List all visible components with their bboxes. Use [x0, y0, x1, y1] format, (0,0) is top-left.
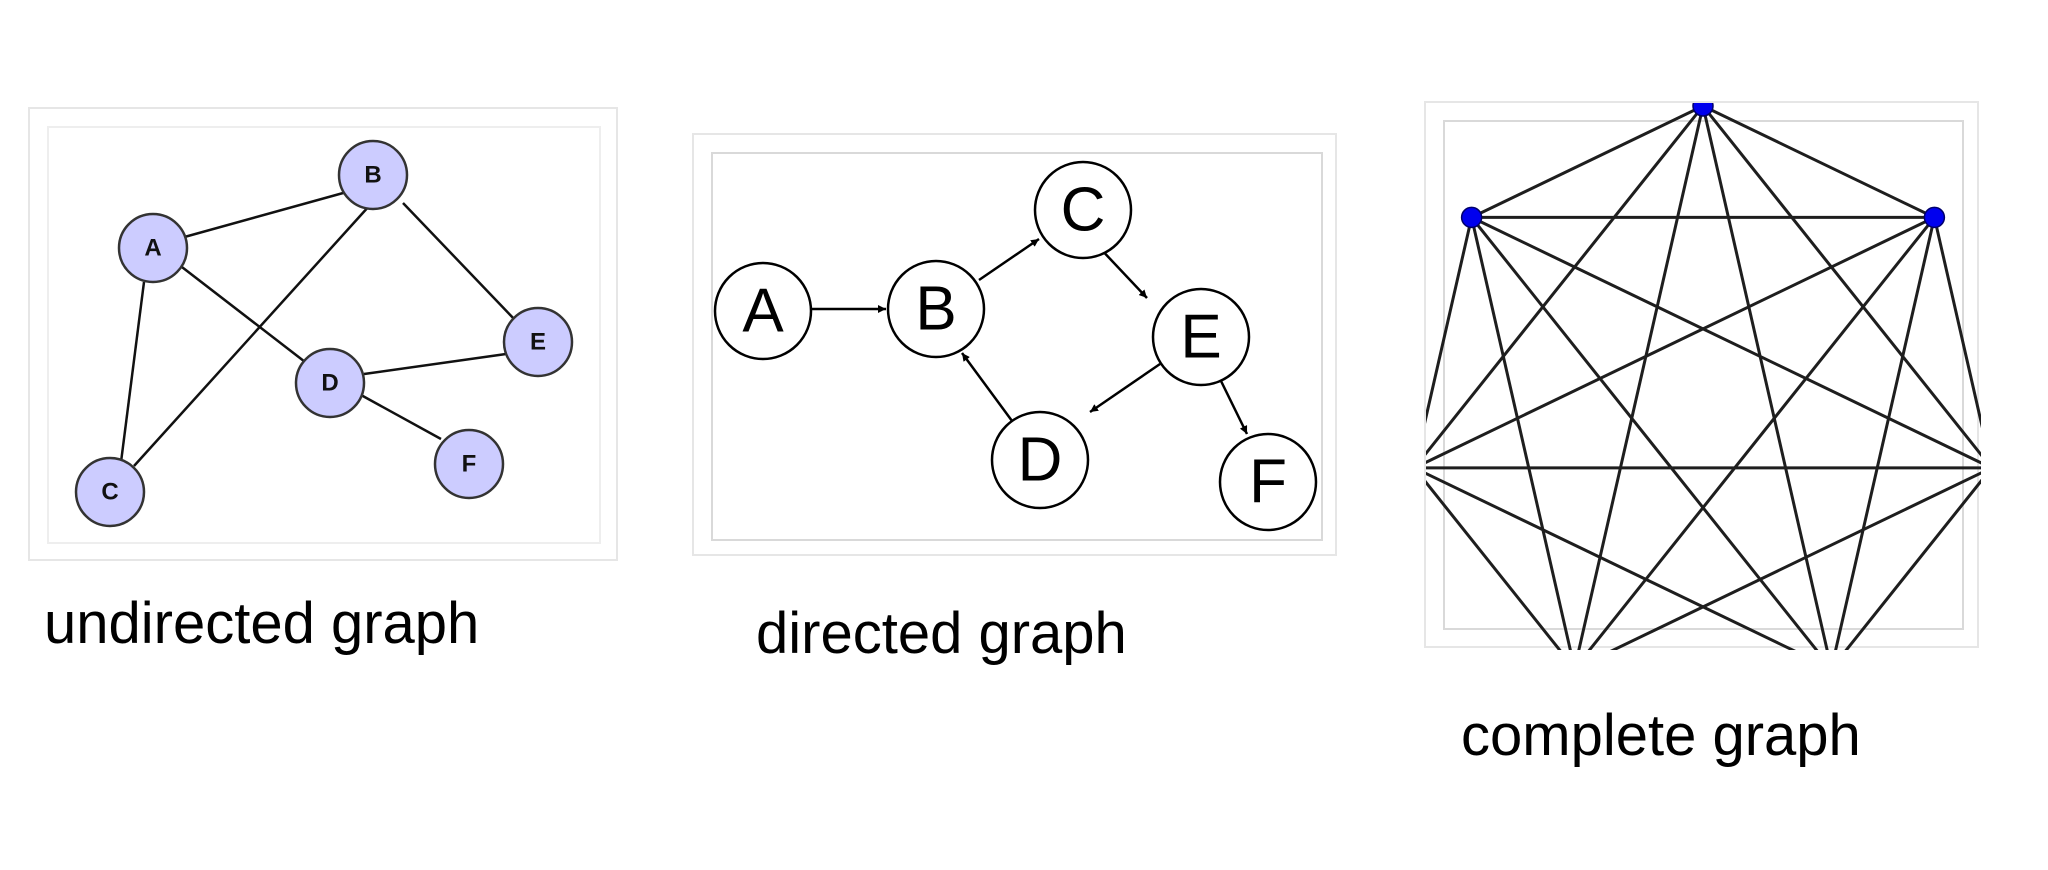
- edge-layer: [118, 183, 517, 471]
- node-b: B: [886, 259, 986, 359]
- edge-d-e: [363, 352, 507, 376]
- edge-e-to-f: [1219, 380, 1249, 435]
- edge-layer: [1426, 104, 1981, 650]
- edge-0-1: [1702, 104, 1936, 219]
- edge-a-d: [177, 263, 310, 366]
- node-label: F: [462, 451, 477, 478]
- undirected-graph-diagram: A B C D E F: [47, 126, 601, 544]
- node-layer: A B C D E F: [713, 160, 1318, 532]
- directed-graph-caption: directed graph: [756, 601, 1127, 666]
- edge-1-3: [1834, 217, 1936, 650]
- node-layer: [1460, 103, 1981, 470]
- node-label: F: [1249, 448, 1287, 517]
- edge-1-4: [1587, 216, 1936, 650]
- edge-b-to-c: [978, 237, 1040, 282]
- edge-layer: [812, 237, 1249, 435]
- edge-b-c: [133, 204, 371, 467]
- edge-3-5: [1426, 471, 1797, 650]
- edge-3-6: [1470, 216, 1819, 650]
- node-label: A: [144, 235, 161, 262]
- inner-frame: [711, 152, 1323, 541]
- directed-graph-diagram: A B C D E F: [711, 152, 1323, 541]
- edge-5-6: [1426, 217, 1474, 424]
- node-e: E: [1151, 287, 1251, 387]
- complete-graph-panel: [1424, 101, 1981, 650]
- edge-0-4: [1577, 105, 1705, 650]
- vertex-1: [1923, 206, 1946, 229]
- node-label: A: [742, 277, 784, 346]
- edge-2-4: [1609, 471, 1981, 650]
- node-b: B: [337, 139, 409, 211]
- node-e: E: [502, 306, 574, 378]
- complete-graph-diagram: [1426, 103, 1981, 650]
- edge-1-2: [1932, 217, 1981, 429]
- edge-a-c: [118, 281, 146, 471]
- node-f: F: [1218, 432, 1318, 532]
- directed-graph-panel: A B C D E F: [692, 133, 1337, 556]
- edge-4-5: [1426, 480, 1562, 650]
- node-label: E: [530, 329, 546, 356]
- edge-d-to-b: [960, 352, 1017, 426]
- node-label: B: [364, 162, 381, 189]
- edge-0-6: [1470, 104, 1704, 219]
- node-d: D: [990, 410, 1090, 510]
- node-label: C: [101, 479, 118, 506]
- edge-1-5: [1426, 216, 1936, 464]
- edge-b-e: [402, 202, 517, 322]
- edge-4-6: [1470, 217, 1572, 650]
- node-label: D: [1018, 426, 1063, 495]
- inner-frame: [47, 126, 601, 544]
- node-a: A: [117, 212, 189, 284]
- node-label: D: [321, 370, 338, 397]
- undirected-graph-caption: undirected graph: [44, 591, 480, 656]
- node-label: C: [1061, 176, 1106, 245]
- vertex-6: [1460, 206, 1483, 229]
- node-label: B: [915, 275, 956, 344]
- edge-2-3: [1844, 478, 1981, 650]
- inner-frame: [1443, 120, 1964, 630]
- vertex-0: [1692, 103, 1714, 117]
- node-label: E: [1180, 303, 1221, 372]
- edge-e-to-d: [1089, 362, 1161, 414]
- complete-graph-caption: complete graph: [1461, 703, 1861, 768]
- node-c: C: [1033, 160, 1133, 260]
- node-a: A: [713, 261, 813, 361]
- edge-a-b: [151, 183, 373, 248]
- edge-0-5: [1426, 105, 1705, 456]
- edge-d-f: [360, 393, 442, 441]
- edge-0-2: [1701, 105, 1981, 458]
- edge-0-3: [1701, 105, 1829, 650]
- edge-2-6: [1470, 216, 1981, 465]
- node-c: C: [74, 456, 146, 528]
- node-d: D: [294, 347, 366, 419]
- node-f: F: [433, 428, 505, 500]
- node-layer: A B C D E F: [74, 139, 574, 528]
- undirected-graph-panel: A B C D E F: [28, 107, 618, 561]
